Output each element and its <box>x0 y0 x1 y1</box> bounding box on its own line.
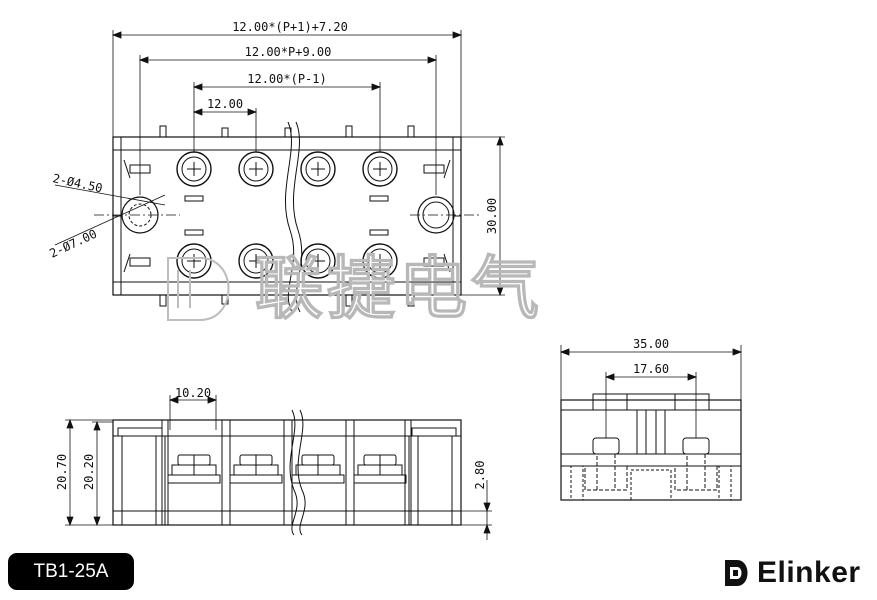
screw-top-1 <box>176 151 212 187</box>
front-screw-1 <box>167 454 221 484</box>
elinker-logo-icon <box>725 560 748 586</box>
dim-side-width: 35.00 <box>633 337 669 351</box>
dim-pitch-top: 12.00 <box>207 97 243 111</box>
dim-overall: 12.00*(P+1)+7.20 <box>232 20 348 34</box>
dim-height-outer: 20.70 <box>55 454 69 490</box>
dim-mount: 12.00*P+9.00 <box>245 45 332 59</box>
screw-bottom-1 <box>176 243 212 279</box>
screw-top-3 <box>300 151 336 187</box>
side-screw-left <box>584 437 628 491</box>
model-badge: TB1-25A <box>8 553 134 590</box>
model-label: TB1-25A <box>33 560 109 582</box>
dim-hole-large: 2-Ø7.00 <box>47 227 99 261</box>
front-screw-4 <box>353 454 407 484</box>
dim-terminal-span: 12.00*(P-1) <box>247 72 326 86</box>
dim-height-inner: 20.20 <box>82 454 96 490</box>
watermark-text: 联捷电气 <box>255 250 543 329</box>
screw-bottom-2 <box>238 243 274 279</box>
dim-height-top: 30.00 <box>485 198 499 234</box>
side-view-dim-text: 35.00 17.60 <box>633 337 669 376</box>
front-screw-3 <box>291 454 345 484</box>
front-view-dim-text: 10.20 20.70 20.20 2.80 <box>55 386 487 490</box>
brand-name: Elinker <box>757 556 861 589</box>
top-view-dimensions <box>54 30 505 297</box>
dim-hole-small: 2-Ø4.50 <box>51 171 103 195</box>
side-view <box>560 393 742 501</box>
dim-base: 2.80 <box>473 461 487 490</box>
side-screw-right <box>674 437 718 491</box>
screw-top-4 <box>362 151 398 187</box>
front-screw-2 <box>229 454 283 484</box>
screw-top-2 <box>238 151 274 187</box>
dim-pitch-front: 10.20 <box>175 386 211 400</box>
front-view <box>112 409 462 536</box>
front-view-dimensions <box>65 395 492 540</box>
dim-screw-span: 17.60 <box>633 362 669 376</box>
watermark: 联捷电气 <box>167 249 543 330</box>
top-view <box>94 121 480 313</box>
side-view-dimensions <box>559 345 743 438</box>
top-view-dim-text: 12.00*(P+1)+7.20 12.00*P+9.00 12.00*(P-1… <box>47 20 499 261</box>
brand-logo: Elinker <box>723 555 861 591</box>
screw-bottom-4 <box>362 243 398 279</box>
